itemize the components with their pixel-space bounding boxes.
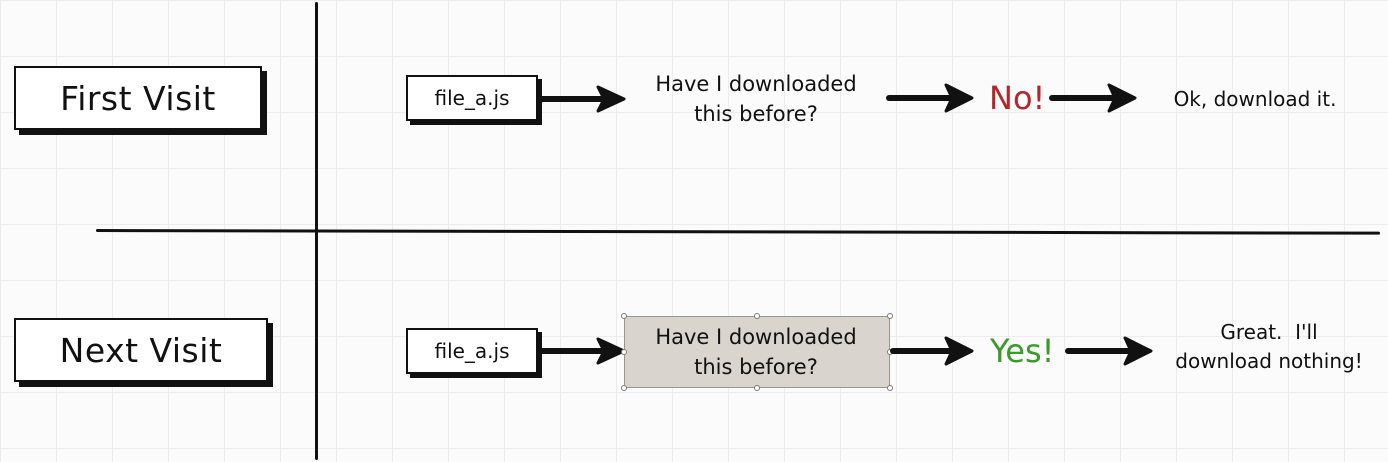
next-visit-result-line-2: download nothing! [1175, 349, 1363, 373]
next-visit-question-selection[interactable] [624, 316, 890, 388]
first-visit-arrow-2 [886, 82, 976, 113]
selection-handle-bottom-right[interactable] [887, 385, 893, 391]
next-visit-file-name: file_a.js [434, 339, 510, 363]
next-visit-question: Have I downloaded this before? [636, 322, 876, 382]
next-visit-file-box: file_a.js [406, 328, 538, 374]
horizontal-divider [95, 229, 1381, 235]
next-visit-answer-yes: Yes! [990, 332, 1055, 370]
next-visit-result-line-1: Great. I'll [1220, 320, 1318, 344]
first-visit-arrow-3 [1049, 82, 1139, 113]
first-visit-question-line-1: Have I downloaded [655, 72, 857, 96]
first-visit-label-text: First Visit [60, 78, 216, 118]
next-visit-arrow-2 [890, 335, 976, 366]
next-visit-question-line-1: Have I downloaded [655, 325, 857, 349]
selection-handle-top-left[interactable] [621, 313, 627, 319]
selection-handle-top-middle[interactable] [754, 313, 760, 319]
next-visit-result: Great. I'll download nothing! [1160, 318, 1378, 376]
next-visit-arrow-3 [1065, 335, 1155, 366]
first-visit-result: Ok, download it. [1150, 85, 1360, 114]
next-visit-arrow-1 [540, 336, 628, 366]
first-visit-result-line-1: Ok, download it. [1173, 87, 1337, 111]
first-visit-question: Have I downloaded this before? [636, 69, 876, 129]
next-visit-label-text: Next Visit [59, 330, 223, 370]
first-visit-file-name: file_a.js [434, 86, 510, 110]
first-visit-answer-no: No! [989, 79, 1046, 117]
first-visit-label: First Visit [14, 66, 262, 130]
next-visit-question-line-2: this before? [694, 355, 818, 379]
selection-handle-top-right[interactable] [887, 313, 893, 319]
first-visit-question-line-2: this before? [694, 102, 818, 126]
first-visit-file-box: file_a.js [406, 75, 538, 121]
selection-handle-bottom-middle[interactable] [754, 385, 760, 391]
next-visit-label: Next Visit [14, 318, 268, 382]
selection-handle-middle-left[interactable] [621, 349, 627, 355]
first-visit-arrow-1 [540, 84, 628, 114]
selection-handle-bottom-left[interactable] [621, 385, 627, 391]
